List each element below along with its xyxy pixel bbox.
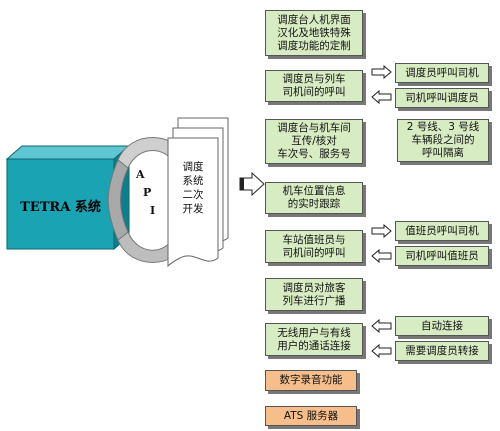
sub-duty-calls-driver: 值班员呼叫司机 bbox=[395, 221, 489, 241]
function-ats-server: ATS 服务器 bbox=[265, 406, 357, 426]
sub-dispatcher-calls-driver: 调度员呼叫司机 bbox=[395, 63, 489, 83]
function-console-onboard-exchange: 调度台与机车间 互传/核对 车次号、服务号 bbox=[265, 119, 363, 164]
function-wireless-wired-call: 无线用户与有线 用户的通话连接 bbox=[265, 323, 363, 356]
arrow-right-icon bbox=[371, 64, 392, 80]
tetra-cube-front bbox=[6, 158, 115, 250]
api-letter-p: P bbox=[143, 186, 152, 199]
arrow-left-icon bbox=[371, 343, 392, 359]
sub-manual-transfer: 需要调度员转接 bbox=[395, 341, 489, 361]
function-console-localization: 调度台人机界面 汉化及地铁特殊 调度功能的定制 bbox=[265, 10, 363, 56]
sub-driver-calls-dispatcher: 司机呼叫调度员 bbox=[395, 88, 489, 108]
sub-driver-calls-duty: 司机呼叫值班员 bbox=[395, 246, 489, 266]
function-station-driver-call: 车站值班员与 司机间的呼叫 bbox=[265, 230, 363, 263]
tetra-system-label: TETRA 系统 bbox=[20, 200, 101, 215]
function-passenger-broadcast: 调度员对旅客 列车进行广播 bbox=[265, 278, 363, 311]
dispatch-dev-label: 调度 系统 二次 开发 bbox=[182, 161, 204, 215]
sub-arrows bbox=[371, 64, 392, 359]
sub-auto-connect: 自动连接 bbox=[395, 316, 489, 336]
arrow-right-icon bbox=[371, 223, 392, 239]
function-digital-recording: 数字录音功能 bbox=[265, 370, 357, 391]
api-letter-i: I bbox=[150, 204, 156, 217]
arrow-left-icon bbox=[371, 248, 392, 264]
sub-line-isolation: 2 号线、3 号线 车辆段之间的 呼叫隔离 bbox=[397, 119, 489, 162]
api-letter-a: A bbox=[136, 168, 145, 181]
document-stack bbox=[167, 117, 229, 268]
main-arrow-tail bbox=[240, 178, 244, 190]
function-locomotive-tracking: 机车位置信息 的实时跟踪 bbox=[265, 182, 363, 214]
function-dispatcher-driver-call: 调度员与列车 司机间的呼叫 bbox=[265, 70, 363, 102]
tetra-cube-top bbox=[5, 145, 131, 160]
arrow-left-icon bbox=[371, 89, 392, 105]
arrow-left-icon bbox=[371, 318, 392, 334]
